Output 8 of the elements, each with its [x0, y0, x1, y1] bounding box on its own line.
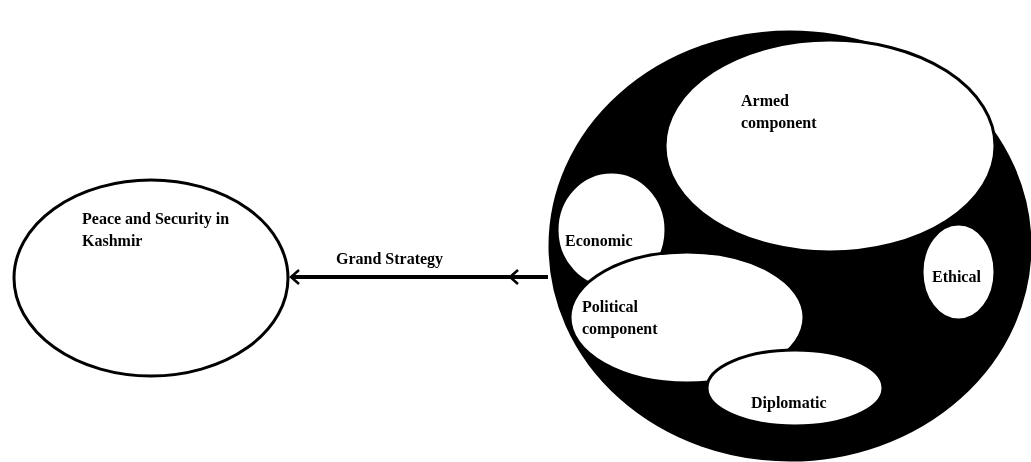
- node-label: Ethical: [932, 267, 982, 287]
- node-label: Political component: [582, 297, 659, 340]
- node-label: Economic: [565, 231, 634, 251]
- edge-label: Grand Strategy: [334, 250, 446, 268]
- node-label: Diplomatic: [751, 393, 828, 414]
- node-label: Armed component: [741, 91, 818, 134]
- arrow: [291, 269, 548, 285]
- node-label: Peace and Security in Kashmir: [82, 209, 231, 251]
